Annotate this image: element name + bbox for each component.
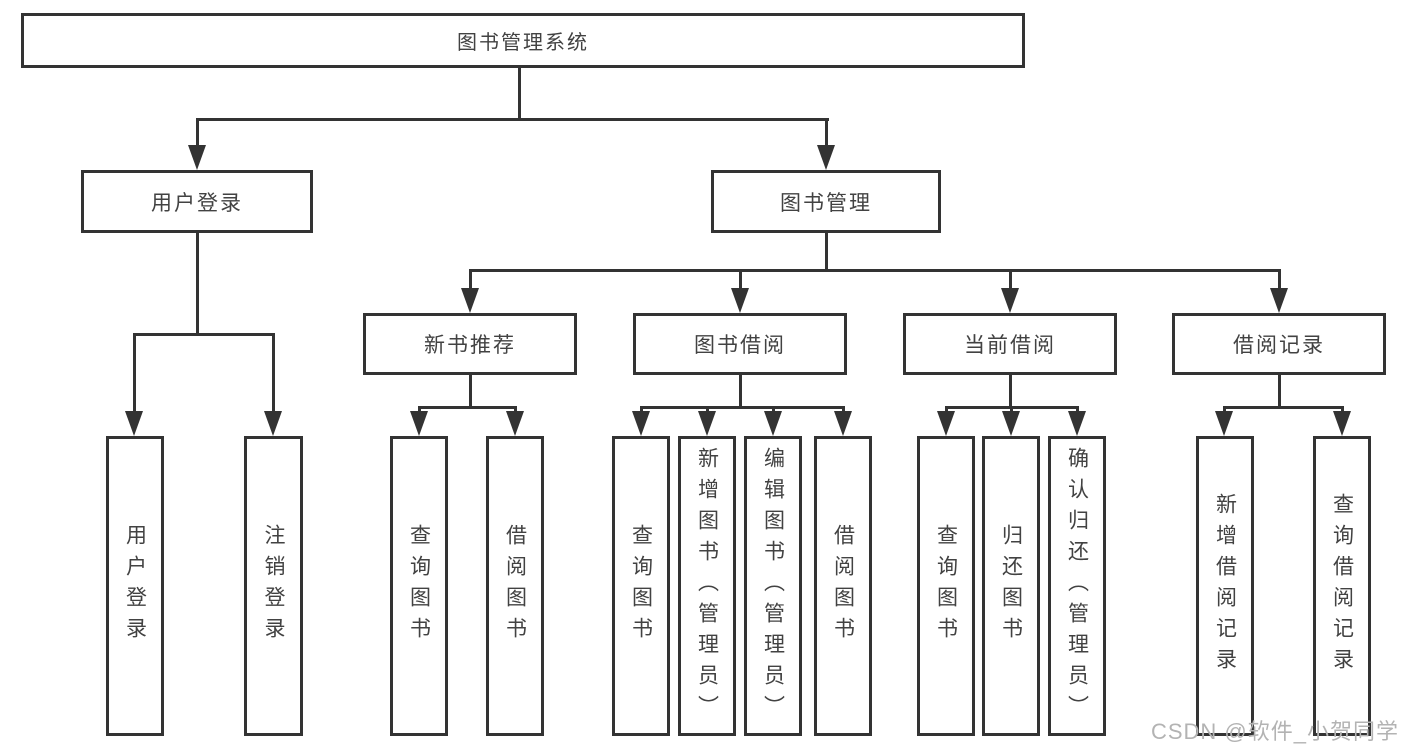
node-label: 当前借阅 xyxy=(964,334,1056,357)
arrow-down-icon xyxy=(937,411,955,436)
connector-line xyxy=(825,118,828,148)
arrow-down-icon xyxy=(461,288,479,313)
connector-line xyxy=(1341,406,1344,414)
node-label: 新增借阅记录 xyxy=(1213,493,1237,679)
connector-line xyxy=(1010,406,1013,414)
connector-line xyxy=(1223,406,1226,414)
connector-line xyxy=(825,233,828,271)
node-current-borrowing: 当前借阅 xyxy=(903,313,1117,375)
leaf-add-books-admin: 新增图书（管理员） xyxy=(678,436,736,736)
arrow-down-icon xyxy=(764,411,782,436)
connector-line xyxy=(418,406,421,414)
node-book-borrowing: 图书借阅 xyxy=(633,313,847,375)
leaf-query-books-current: 查询图书 xyxy=(917,436,975,736)
connector-line xyxy=(1009,269,1012,291)
arrow-down-icon xyxy=(1333,411,1351,436)
connector-line xyxy=(514,406,517,414)
arrow-down-icon xyxy=(410,411,428,436)
arrow-down-icon xyxy=(1270,288,1288,313)
connector-line xyxy=(640,406,845,409)
connector-line xyxy=(1278,269,1281,291)
leaf-logout: 注销登录 xyxy=(244,436,303,736)
leaf-query-borrow-record: 查询借阅记录 xyxy=(1313,436,1371,736)
connector-line xyxy=(418,406,517,409)
connector-line xyxy=(1009,375,1012,408)
connector-line xyxy=(1223,406,1344,409)
node-user-login: 用户登录 xyxy=(81,170,313,233)
leaf-confirm-return-admin: 确认归还（管理员） xyxy=(1048,436,1106,736)
node-label: 用户登录 xyxy=(151,191,243,215)
arrow-down-icon xyxy=(834,411,852,436)
arrow-down-icon xyxy=(1215,411,1233,436)
connector-line xyxy=(706,406,709,414)
node-label: 查询图书 xyxy=(407,524,431,648)
node-label: 新书推荐 xyxy=(424,334,516,357)
leaf-borrow-books: 借阅图书 xyxy=(814,436,872,736)
connector-line xyxy=(772,406,775,414)
leaf-edit-books-admin: 编辑图书（管理员） xyxy=(744,436,802,736)
leaf-user-login: 用户登录 xyxy=(106,436,164,736)
arrow-down-icon xyxy=(506,411,524,436)
connector-line xyxy=(133,333,136,413)
node-label: 图书管理 xyxy=(780,191,872,215)
node-label: 查询图书 xyxy=(629,524,653,648)
node-label: 查询借阅记录 xyxy=(1330,493,1354,679)
connector-line xyxy=(469,269,1281,272)
node-label: 编辑图书（管理员） xyxy=(761,446,785,726)
node-label: 图书借阅 xyxy=(694,334,786,357)
arrow-down-icon xyxy=(1068,411,1086,436)
arrow-down-icon xyxy=(1002,411,1020,436)
node-label: 借阅图书 xyxy=(831,524,855,648)
node-label: 注销登录 xyxy=(262,524,285,648)
leaf-query-books-borrow: 查询图书 xyxy=(612,436,670,736)
node-borrowing-records: 借阅记录 xyxy=(1172,313,1386,375)
arrow-down-icon xyxy=(1001,288,1019,313)
arrow-down-icon xyxy=(188,145,206,170)
node-book-management: 图书管理 xyxy=(711,170,941,233)
connector-line xyxy=(739,269,742,291)
connector-line xyxy=(1076,406,1079,414)
node-label: 归还图书 xyxy=(999,524,1023,648)
connector-line xyxy=(739,375,742,408)
arrow-down-icon xyxy=(817,145,835,170)
arrow-down-icon xyxy=(264,411,282,436)
leaf-add-borrow-record: 新增借阅记录 xyxy=(1196,436,1254,736)
node-label: 查询图书 xyxy=(934,524,958,648)
connector-line xyxy=(133,333,275,336)
connector-line xyxy=(469,269,472,291)
node-label: 借阅图书 xyxy=(503,524,527,648)
leaf-borrow-books-recommend: 借阅图书 xyxy=(486,436,544,736)
leaf-return-books: 归还图书 xyxy=(982,436,1040,736)
arrow-down-icon xyxy=(698,411,716,436)
connector-line xyxy=(196,118,829,121)
node-new-book-recommendation: 新书推荐 xyxy=(363,313,577,375)
connector-line xyxy=(196,118,199,148)
arrow-down-icon xyxy=(731,288,749,313)
arrow-down-icon xyxy=(125,411,143,436)
leaf-query-books-recommend: 查询图书 xyxy=(390,436,448,736)
node-label: 新增图书（管理员） xyxy=(695,446,719,726)
node-label: 借阅记录 xyxy=(1233,334,1325,357)
connector-line xyxy=(945,406,948,414)
connector-line xyxy=(469,375,472,408)
connector-line xyxy=(272,333,275,413)
connector-line xyxy=(196,233,199,335)
node-library-management-system: 图书管理系统 xyxy=(21,13,1025,68)
connector-line xyxy=(518,68,521,120)
arrow-down-icon xyxy=(632,411,650,436)
node-label: 用户登录 xyxy=(123,524,147,648)
connector-line xyxy=(640,406,643,414)
connector-line xyxy=(1278,375,1281,408)
node-label: 图书管理系统 xyxy=(457,32,589,54)
csdn-watermark: CSDN @软件_小贺同学 xyxy=(1150,719,1399,744)
node-label: 确认归还（管理员） xyxy=(1065,446,1089,726)
connector-line xyxy=(842,406,845,414)
